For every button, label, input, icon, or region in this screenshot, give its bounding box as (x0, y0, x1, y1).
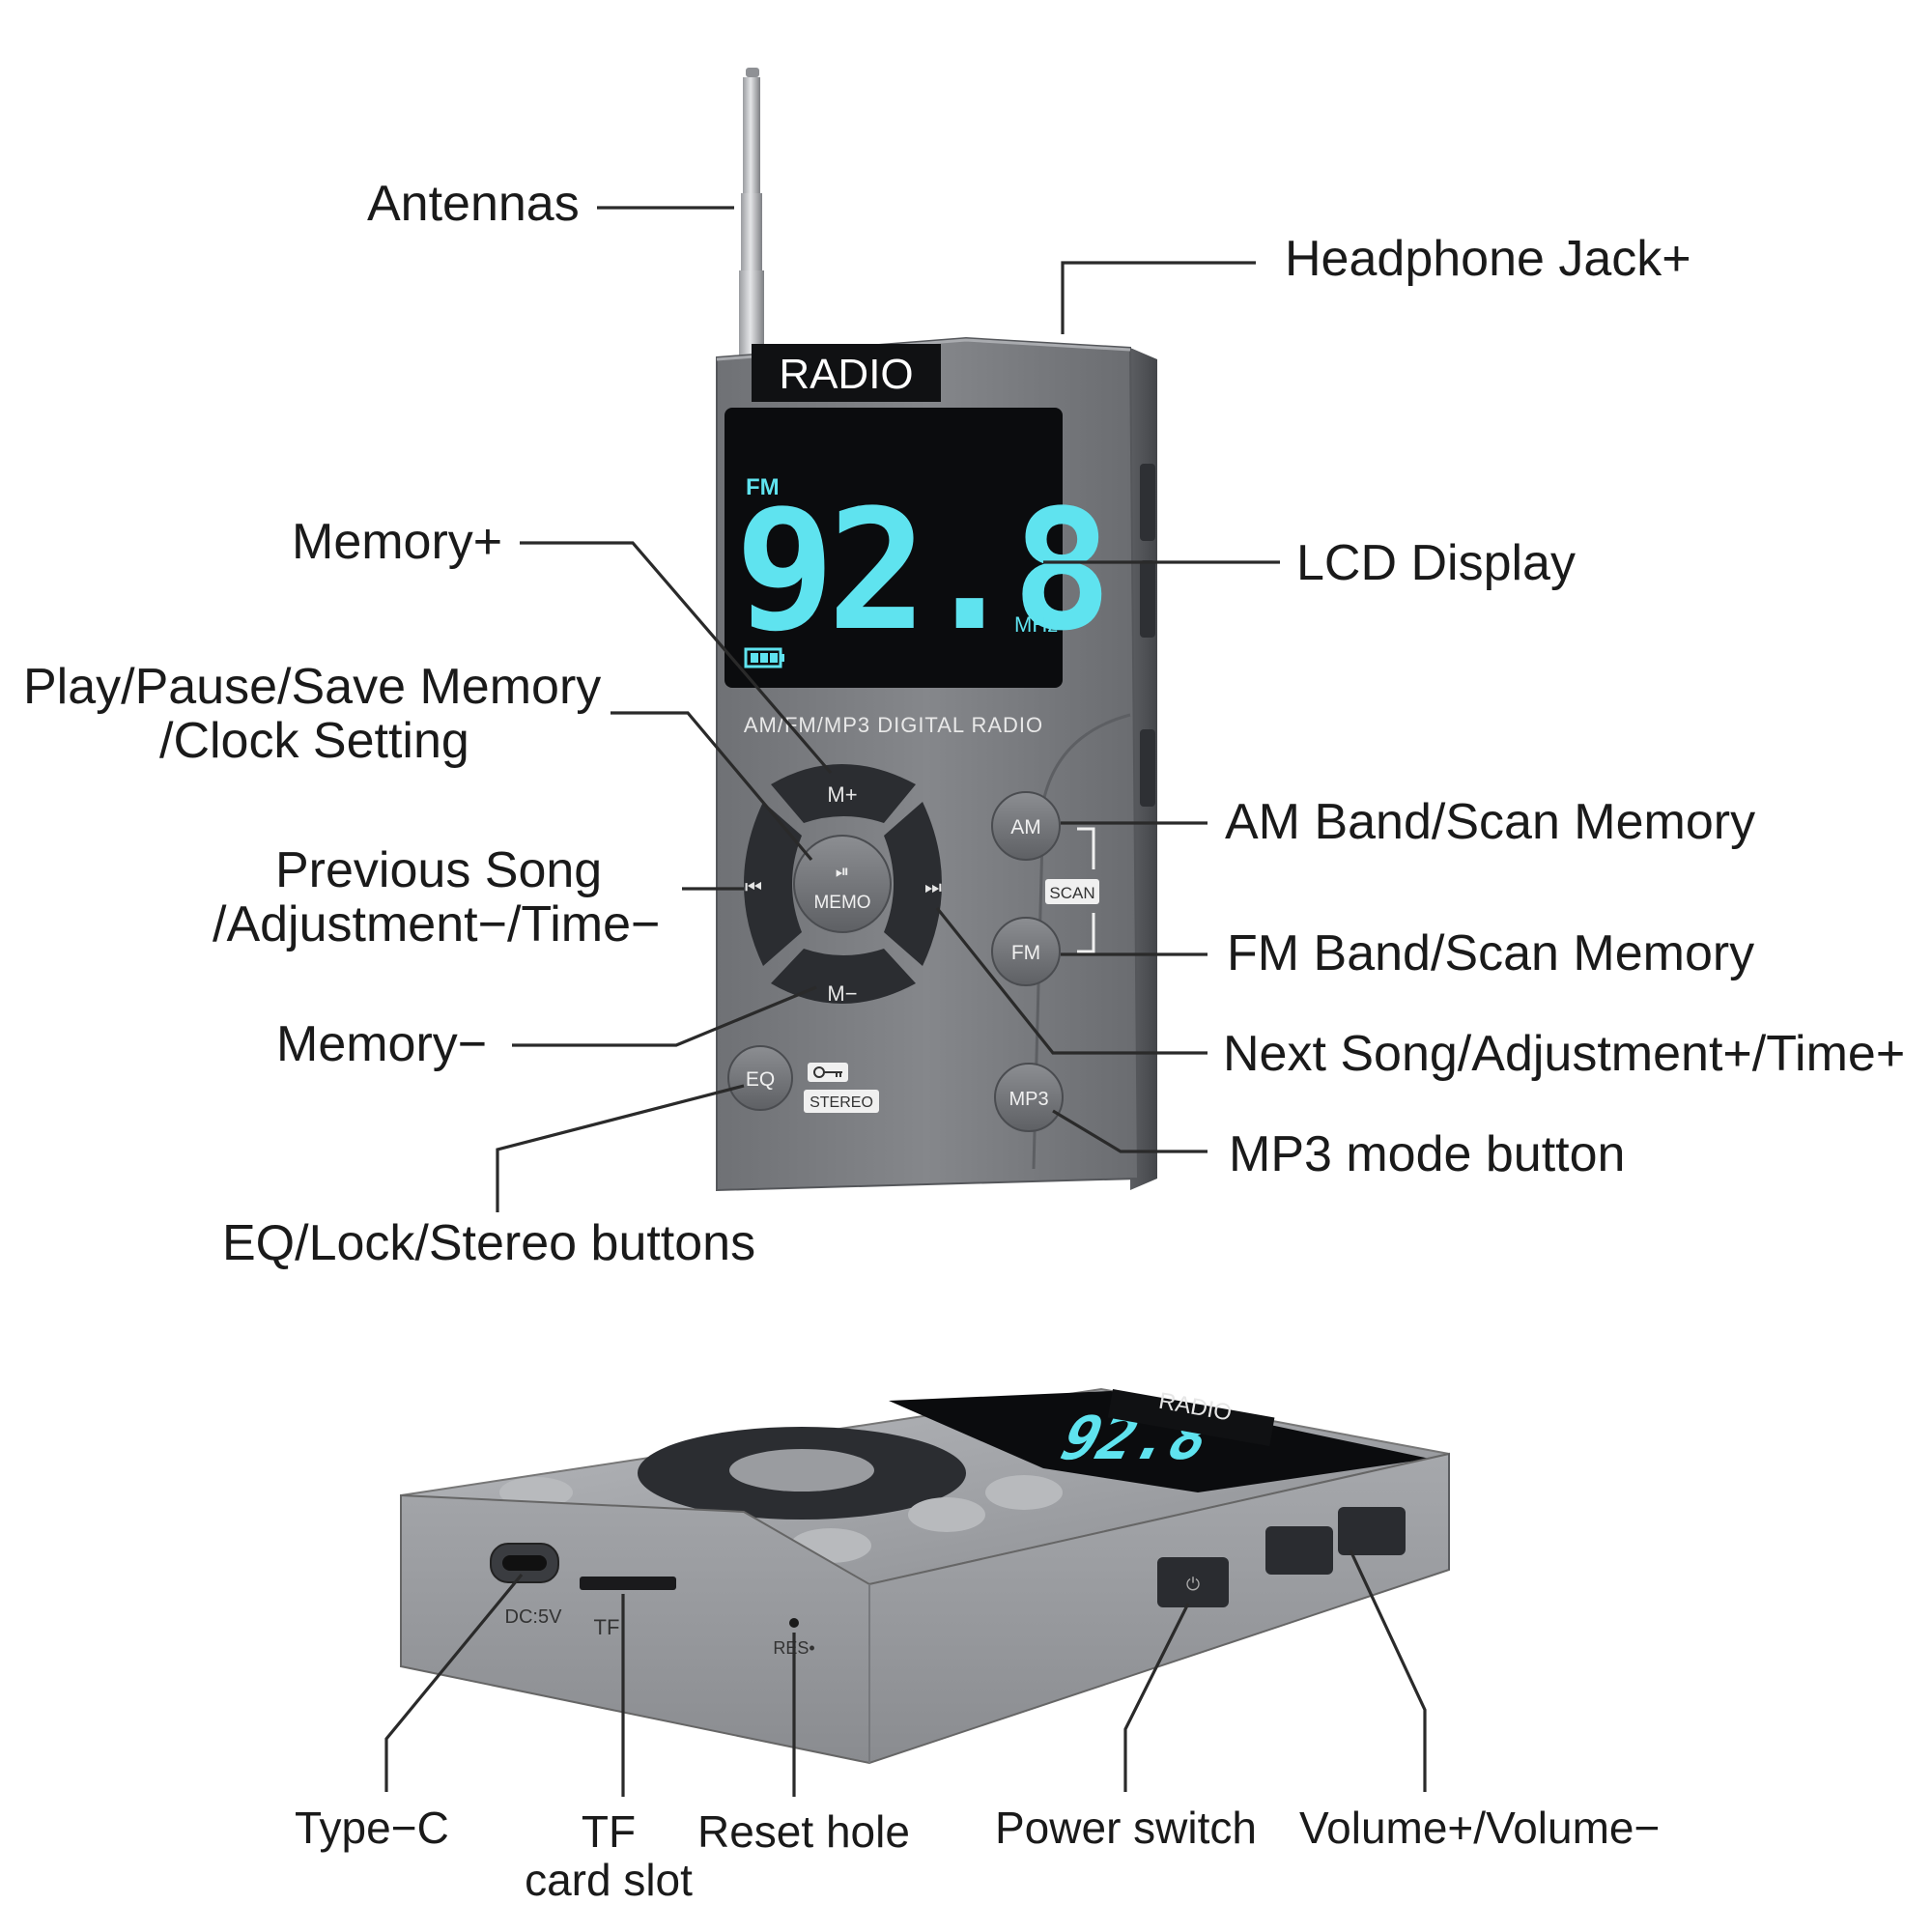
side-volume-up-button[interactable] (1140, 464, 1155, 541)
bottom-callouts: Type−C TF card slot Reset hole Power swi… (295, 1803, 1660, 1905)
lcd-display (724, 408, 1063, 688)
callout-mp3-mode: MP3 mode button (1229, 1126, 1625, 1182)
callout-eq-lock-stereo: EQ/Lock/Stereo buttons (222, 1215, 755, 1271)
tf-label: TF (594, 1615, 620, 1639)
top-leader-lines (496, 206, 1280, 1212)
flat-fm-button[interactable] (908, 1497, 985, 1532)
flat-memo-button[interactable] (729, 1449, 874, 1492)
callout-previous-line1: Previous Song (275, 842, 602, 898)
side-power-switch[interactable] (1140, 729, 1155, 807)
lock-key-icon (808, 1063, 848, 1082)
brand-plate (752, 344, 941, 402)
callout-antennas: Antennas (367, 176, 580, 232)
callout-memory-minus: Memory− (276, 1016, 487, 1072)
d-pad: M+ M− ⏮ ⏭ ⏯ MEMO (744, 764, 942, 1006)
callout-tf-line1: TF (582, 1806, 636, 1857)
flat-am-button[interactable] (985, 1475, 1063, 1510)
callout-lcd-display: LCD Display (1296, 535, 1576, 591)
play-pause-icon: ⏯ (836, 862, 849, 881)
previous-icon: ⏮ (745, 877, 762, 898)
flat-volume-up-button[interactable] (1338, 1507, 1406, 1555)
am-button[interactable] (991, 791, 1061, 861)
callout-type-c: Type−C (295, 1803, 449, 1853)
scan-badge (1045, 879, 1099, 904)
battery-icon (744, 647, 784, 668)
memory-plus-button[interactable] (771, 764, 916, 823)
dc-label: DC:5V (505, 1606, 563, 1628)
reset-hole[interactable] (789, 1618, 799, 1628)
callout-play-pause-line1: Play/Pause/Save Memory (23, 659, 601, 715)
callout-am-band: AM Band/Scan Memory (1225, 794, 1755, 850)
bottom-leader-lines (384, 1549, 1427, 1797)
lcd-band: FM (746, 474, 780, 500)
brand-label: RADIO (779, 351, 913, 398)
callout-volume: Volume+/Volume− (1299, 1803, 1660, 1853)
callout-fm-band: FM Band/Scan Memory (1227, 925, 1754, 981)
callout-tf-line2: card slot (525, 1855, 693, 1905)
radio-bottom-view: 92.8 RADIO DC:5V TF RES• ⏻ (400, 1388, 1450, 1765)
flat-lcd (889, 1391, 1430, 1492)
lcd-unit: MHz (1014, 612, 1058, 637)
eq-button[interactable] (727, 1045, 793, 1111)
flat-power-switch[interactable] (1157, 1557, 1229, 1607)
fm-button[interactable] (991, 917, 1061, 986)
scan-label: SCAN (1049, 884, 1094, 902)
flat-brand-plate (1107, 1389, 1275, 1447)
lcd-frequency: 92.8 (735, 473, 1104, 668)
tf-card-slot[interactable] (580, 1577, 676, 1590)
antenna (739, 68, 764, 357)
fm-button-label: FM (1011, 942, 1040, 964)
next-icon: ⏭ (924, 877, 942, 898)
callout-reset-hole: Reset hole (697, 1806, 910, 1857)
callout-play-pause-line2: /Clock Setting (159, 713, 469, 769)
am-button-label: AM (1010, 816, 1041, 838)
model-text: AM/FM/MP3 DIGITAL RADIO (744, 713, 1043, 737)
mp3-button[interactable] (994, 1063, 1064, 1132)
callout-previous-line2: /Adjustment−/Time− (213, 896, 660, 952)
power-icon: ⏻ (1186, 1575, 1200, 1594)
flat-volume-down-button[interactable] (1265, 1526, 1333, 1575)
stereo-label: STEREO (810, 1094, 873, 1111)
mp3-button-label: MP3 (1009, 1089, 1048, 1110)
callout-headphone-jack: Headphone Jack+ (1285, 231, 1691, 287)
radio-front-view: RADIO FM 92.8 MHz AM/FM/MP3 DIGITAL RADI… (716, 68, 1157, 1192)
play-pause-memo-button[interactable] (793, 835, 892, 933)
top-callouts: Antennas Headphone Jack+ Memory+ LCD Dis… (23, 176, 1905, 1271)
previous-button[interactable] (744, 802, 802, 966)
callout-power-switch: Power switch (995, 1803, 1257, 1853)
callout-memory-plus: Memory+ (292, 514, 502, 570)
next-button[interactable] (884, 802, 942, 966)
eq-button-label: EQ (746, 1068, 775, 1091)
callout-next-song: Next Song/Adjustment+/Time+ (1223, 1026, 1905, 1082)
memory-plus-label: M+ (827, 782, 857, 807)
stereo-badge (804, 1090, 879, 1113)
side-volume-down-button[interactable] (1140, 560, 1155, 638)
memo-label: MEMO (813, 893, 870, 913)
memory-minus-label: M− (827, 981, 857, 1006)
